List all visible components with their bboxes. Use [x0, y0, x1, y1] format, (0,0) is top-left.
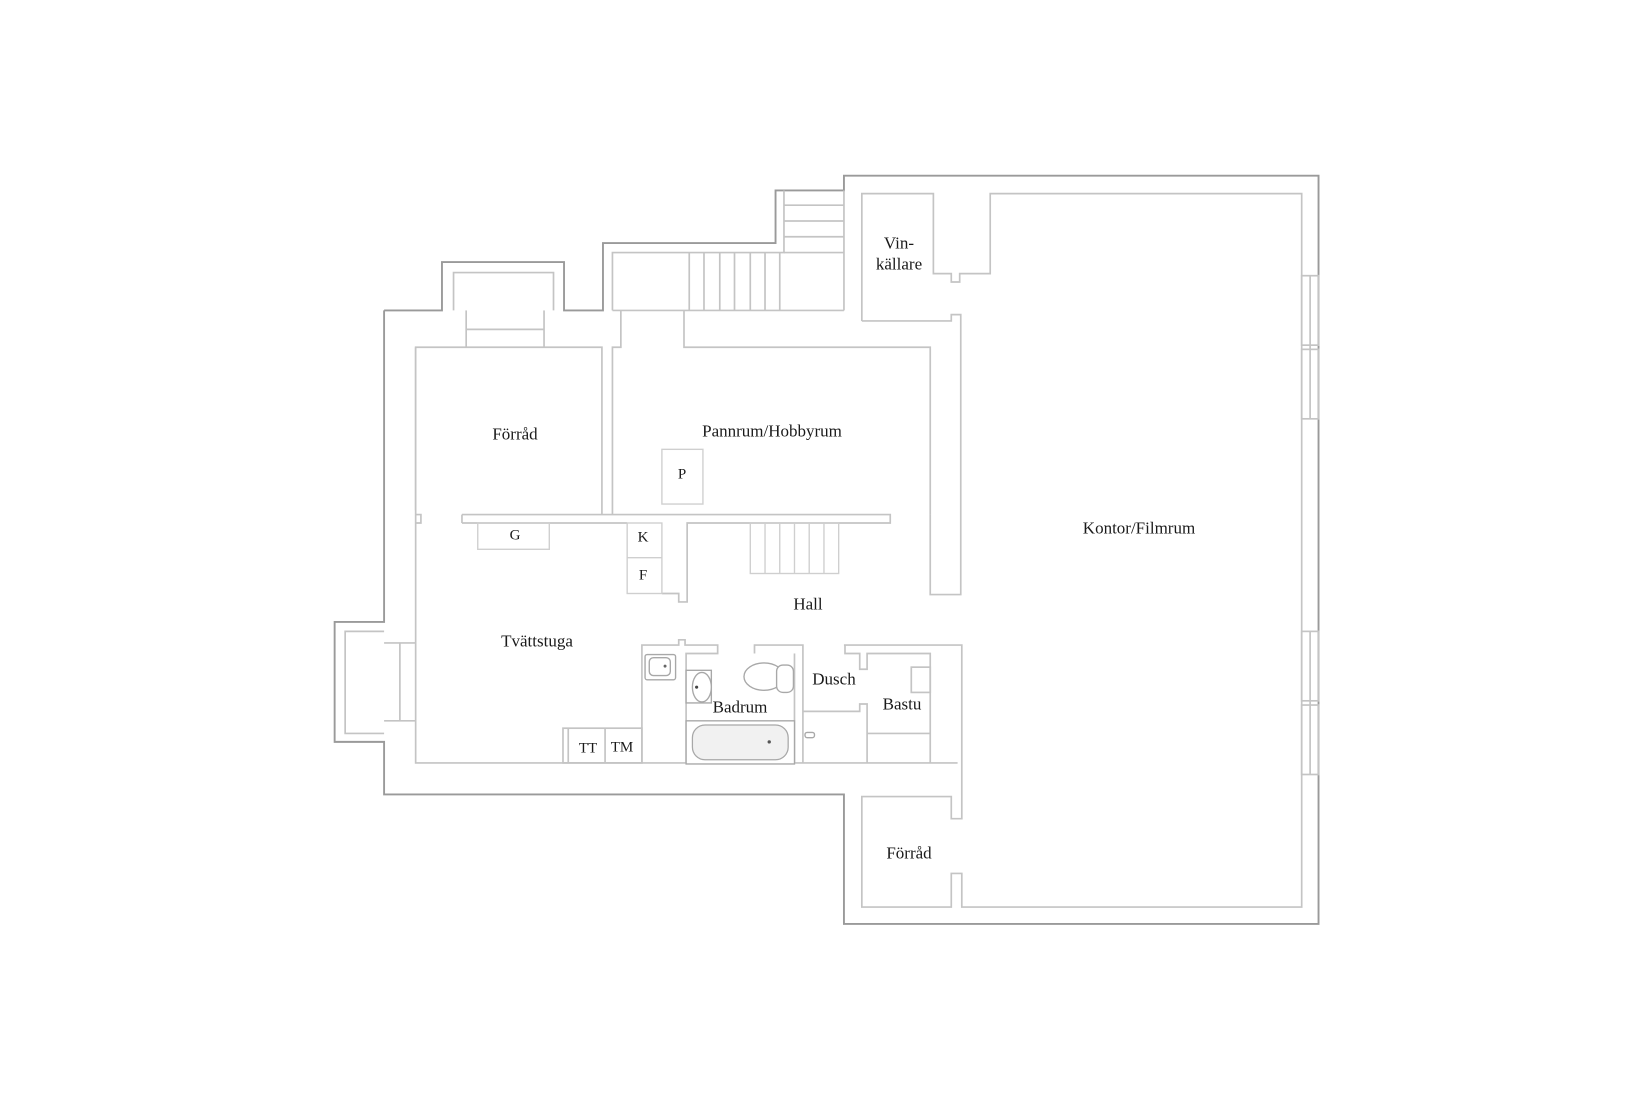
outer-wall-left	[333, 174, 1320, 925]
room-label-pannrum: Pannrum/Hobbyrum	[702, 421, 842, 441]
washbasin-icon	[685, 669, 713, 704]
room-label-badrum: Badrum	[712, 697, 768, 717]
fixture-label-f: F	[638, 567, 648, 584]
sink-icon	[644, 653, 677, 681]
fixture-label-k: K	[637, 529, 649, 546]
hall-stairs	[749, 522, 840, 575]
fixture-label-tt: TT	[578, 740, 598, 757]
room-label-dusch: Dusch	[812, 669, 856, 689]
shower-head-icon	[804, 731, 816, 739]
fixture-label-tm: TM	[610, 739, 634, 756]
room-label-forrad-bottom: Förråd	[886, 843, 932, 863]
room-forrad-top-walls	[414, 346, 603, 515]
room-label-vinkallare-2: källare	[875, 254, 923, 274]
fixture-label-g: G	[509, 527, 521, 544]
room-label-hall: Hall	[793, 594, 823, 614]
bathtub-icon	[685, 720, 796, 765]
room-label-vinkallare-1: Vin-	[883, 233, 915, 253]
room-label-forrad-top: Förråd	[492, 424, 538, 444]
room-label-kontor: Kontor/Filmrum	[1082, 518, 1196, 538]
room-label-tvattstuga: Tvättstuga	[501, 631, 573, 651]
fixture-label-p: P	[677, 466, 687, 483]
room-label-bastu: Bastu	[882, 694, 922, 714]
toilet-icon	[743, 662, 795, 694]
